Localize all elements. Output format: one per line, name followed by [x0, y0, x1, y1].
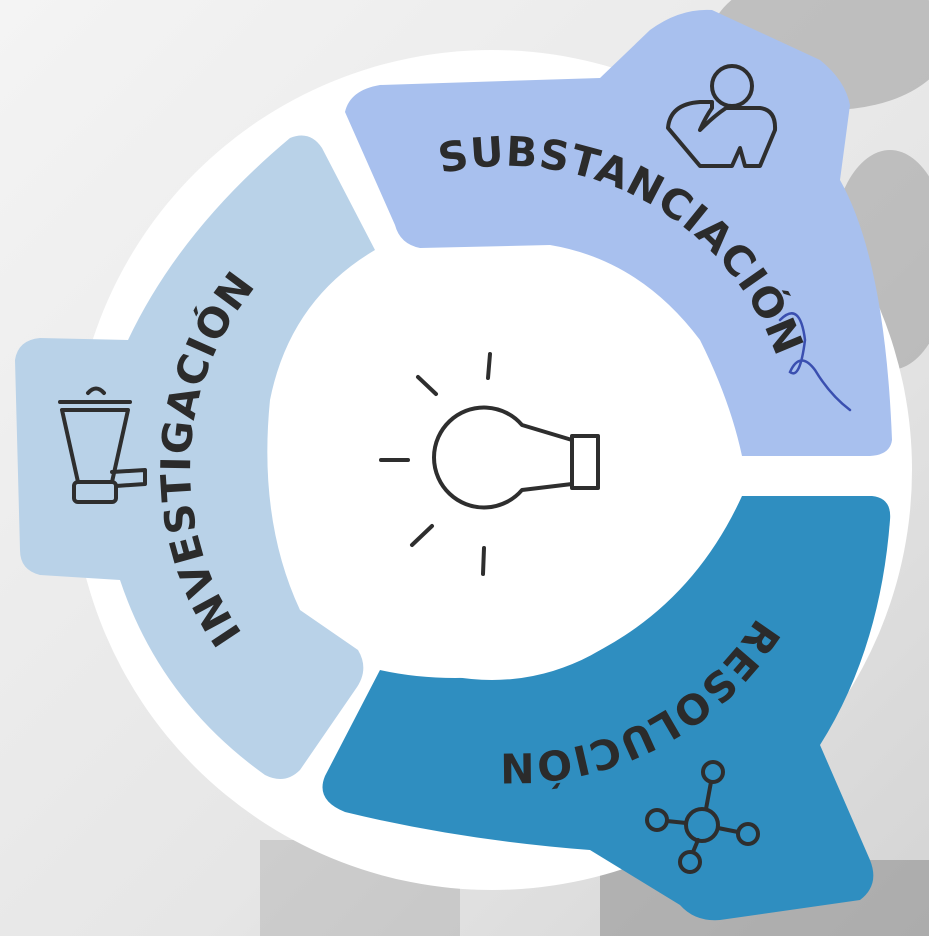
- lightbulb-icon: [379, 352, 600, 576]
- ink-scribble: [778, 312, 852, 412]
- network-icon: [645, 760, 760, 874]
- center-circle: [282, 260, 702, 680]
- person-icon: [666, 64, 778, 168]
- blender-icon: [58, 386, 147, 504]
- segment-investigacion: [15, 135, 375, 780]
- stage-investigacion: INVESTIGACIÓN: [15, 135, 375, 780]
- segment-substanciacion: [345, 9, 892, 456]
- segment-resolucion: [322, 496, 891, 921]
